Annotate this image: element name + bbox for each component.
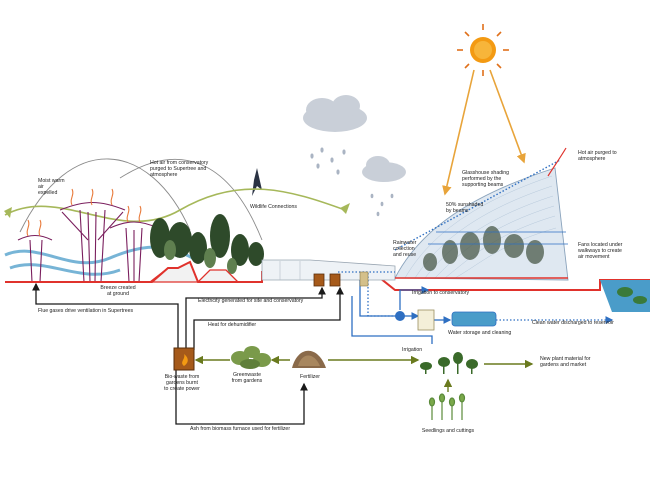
tree-icon [150, 214, 264, 266]
label-breeze: Breeze created at ground [100, 285, 136, 297]
label-wildlife: Wildlife Connections [250, 204, 297, 210]
tree-icon [164, 240, 237, 274]
filter-icon [417, 309, 435, 331]
label-irrigation: Irrigation [402, 347, 423, 353]
sun-icon [457, 24, 509, 76]
label-biowaste: Bio-waste from gardens burnt to create p… [164, 374, 200, 392]
label-moist-air: Moist warm air expelled [38, 178, 65, 196]
label-water-storage: Water storage and cleaning [448, 330, 512, 336]
label-greenwaste: Greenwaste from gardens [231, 372, 263, 384]
leaf-icon [4, 207, 12, 218]
supertree-icon [17, 202, 159, 283]
label-hot-air-conservatory: Hot air from conservatory purged to Supe… [150, 160, 209, 178]
cloud-icon [303, 95, 406, 182]
energy-flows [32, 282, 344, 425]
rain-icon [310, 147, 394, 217]
label-fans: Fans located under walkways to create ai… [578, 242, 623, 260]
plant-icon [420, 352, 478, 374]
label-irrigation-conservatory: Irrigation to conservatory [412, 290, 470, 296]
fan-lines [428, 231, 568, 245]
reservoir [600, 280, 650, 312]
heat-plumes [26, 188, 142, 237]
pump-icon [395, 311, 405, 321]
label-fertilizer: Fertilizer [300, 374, 320, 380]
wildlife-wave [4, 188, 346, 223]
label-hot-air-purged: Hot air purged to atmosphere [578, 150, 617, 162]
label-heat-dehumidifier: Heat for dehumidifier [208, 322, 257, 328]
collector-icon [359, 271, 369, 287]
label-rainwater: Rainwater collection and reuse [393, 240, 417, 258]
glasshouse-dome [394, 167, 569, 281]
label-seedlings: Seedlings and cuttings [421, 428, 475, 434]
label-clean-water: Clean water discharged to reservoir [532, 320, 614, 326]
compost-icon [292, 350, 326, 368]
conservatory-building [261, 259, 396, 281]
hot-air-purge-line [547, 147, 567, 177]
leaf-icon [340, 203, 350, 214]
label-sunshade: 50% sunshaded by beams [446, 202, 484, 214]
air-flow-lines [19, 158, 263, 241]
greenwaste-icon [231, 346, 271, 369]
sun-rays [442, 69, 526, 196]
label-glasshouse-shading: Glasshouse shading performed by the supp… [462, 170, 510, 188]
label-electricity: Electricity generated for site and conse… [198, 298, 304, 304]
seedling-icon [428, 393, 466, 420]
power-box-icon [313, 273, 341, 287]
tank-icon [451, 311, 497, 327]
biomass-flows [194, 355, 534, 392]
bird-icon [252, 168, 262, 196]
furnace-icon [173, 347, 195, 371]
label-flue: Flue gases drive ventilation in Supertre… [38, 308, 134, 314]
label-ash: Ash from biomass furnace used for fertil… [190, 426, 291, 432]
label-new-plants: New plant material for gardens and marke… [540, 356, 591, 368]
